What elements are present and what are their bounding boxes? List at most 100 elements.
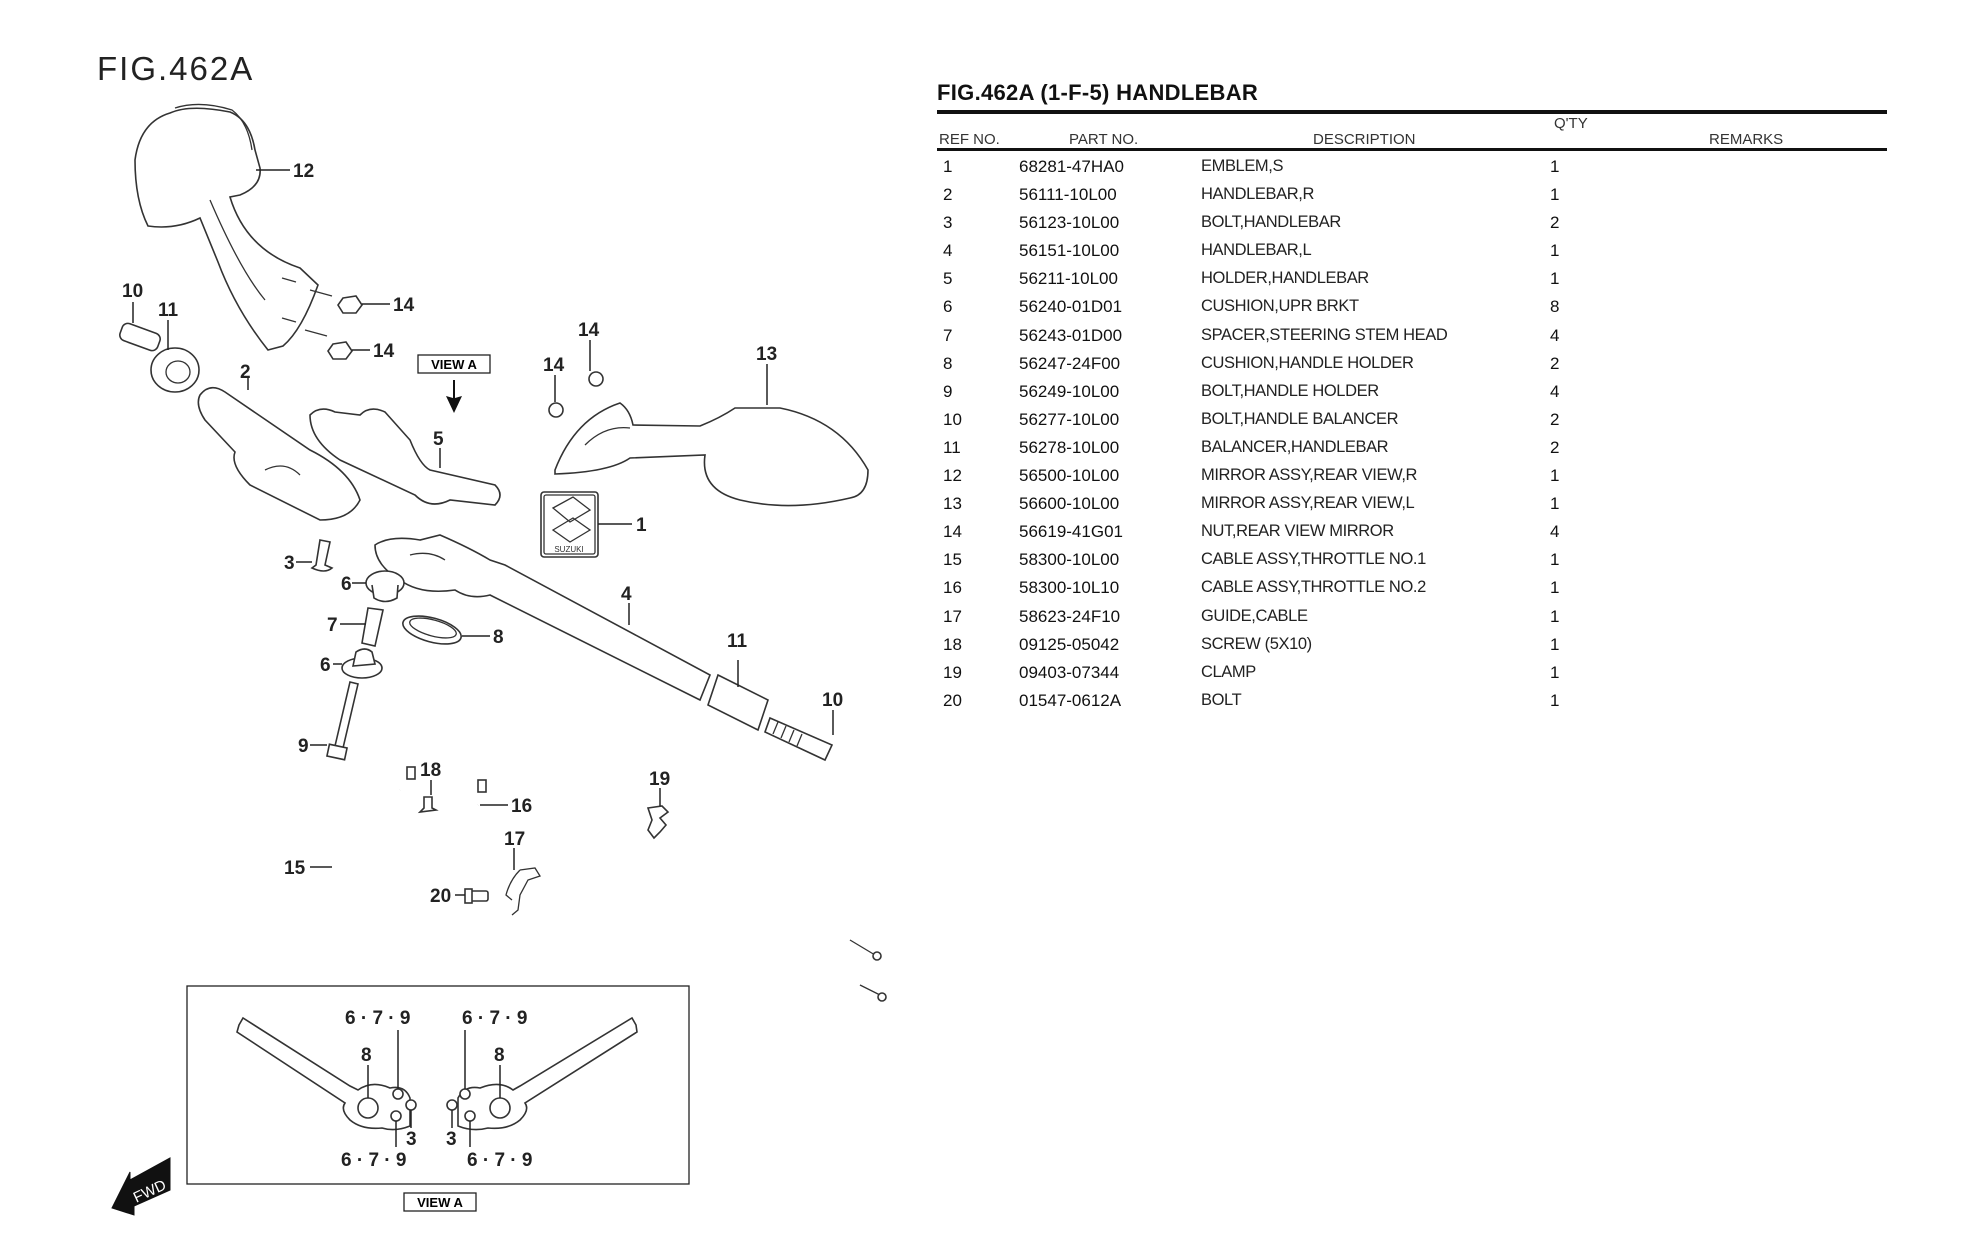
callout-14d: 14 xyxy=(543,355,565,376)
mirror-right xyxy=(134,103,333,351)
description-cell: MIRROR ASSY,REAR VIEW,L xyxy=(1201,494,1415,513)
view-a-tag: VIEW A xyxy=(417,354,491,413)
description-cell: BOLT xyxy=(1201,690,1242,709)
description-cell: HANDLEBAR,L xyxy=(1201,241,1312,260)
callout-14a: 14 xyxy=(393,295,415,316)
ref-no-cell: 18 xyxy=(943,634,962,654)
header-ref: REF NO. xyxy=(939,131,1000,148)
qty-cell: 1 xyxy=(1550,550,1560,570)
ref-no-cell: 1 xyxy=(943,157,953,176)
qty-cell: 1 xyxy=(1550,269,1560,289)
part-no-cell: 56243-01D00 xyxy=(1019,325,1123,345)
ref-no-cell: 20 xyxy=(943,690,962,710)
part-no-cell: 56240-01D01 xyxy=(1019,297,1123,317)
view-a-callout-8-left: 8 xyxy=(361,1045,372,1066)
figure-label: FIG.462A xyxy=(97,50,255,87)
description-cell: CUSHION,HANDLE HOLDER xyxy=(1201,353,1414,372)
callout-13: 13 xyxy=(756,344,777,365)
part-no-cell: 01547-0612A xyxy=(1019,690,1122,710)
svg-text:SUZUKI: SUZUKI xyxy=(554,545,583,554)
bolt-handlebar xyxy=(310,539,334,572)
ref-no-cell: 19 xyxy=(943,662,962,682)
callout-7: 7 xyxy=(327,615,338,636)
header-part: PART NO. xyxy=(1069,131,1139,148)
description-cell: BOLT,HANDLE BALANCER xyxy=(1201,409,1399,428)
header-desc: DESCRIPTION xyxy=(1313,131,1416,148)
description-cell: SCREW (5X10) xyxy=(1201,634,1312,653)
view-a-callout-bottom-right: 6 · 7 · 9 xyxy=(467,1150,532,1171)
description-cell: BOLT,HANDLE HOLDER xyxy=(1201,381,1379,400)
callout-12: 12 xyxy=(293,161,314,182)
qty-cell: 1 xyxy=(1550,690,1560,710)
qty-cell: 1 xyxy=(1550,494,1560,514)
qty-cell: 8 xyxy=(1550,297,1560,317)
description-cell: CUSHION,UPR BRKT xyxy=(1201,297,1359,316)
qty-cell: 1 xyxy=(1550,606,1560,626)
callout-6b: 6 xyxy=(320,655,331,676)
ref-no-cell: 9 xyxy=(943,381,953,401)
callout-10b: 10 xyxy=(822,690,843,711)
table-row: 20 01547-0612A BOLT 1 xyxy=(937,687,1887,715)
callout-11b: 11 xyxy=(727,631,748,652)
ref-no-cell: 8 xyxy=(943,353,953,373)
callout-16: 16 xyxy=(511,796,532,817)
part-no-cell: 56600-10L00 xyxy=(1019,494,1120,514)
forward-arrow-icon: FWD xyxy=(111,1157,171,1216)
qty-cell: 1 xyxy=(1550,578,1560,598)
view-a-callout-top-left: 6 · 7 · 9 xyxy=(345,1008,410,1029)
qty-cell: 2 xyxy=(1550,353,1560,373)
parts-list-title: FIG.462A (1-F-5) HANDLEBAR xyxy=(937,80,1259,105)
diagram-drawing: 12 14 14 10 11 2 xyxy=(111,103,887,1216)
view-a-callout-bottom-left: 6 · 7 · 9 xyxy=(341,1150,406,1171)
ref-no-cell: 2 xyxy=(943,185,953,205)
part-no-cell: 56500-10L00 xyxy=(1019,466,1120,486)
part-no-cell: 56249-10L00 xyxy=(1019,381,1120,401)
ref-no-cell: 15 xyxy=(943,550,962,570)
qty-cell: 2 xyxy=(1550,409,1560,429)
part-no-cell: 56277-10L00 xyxy=(1019,409,1120,429)
callout-17: 17 xyxy=(504,829,525,850)
description-cell: CABLE ASSY,THROTTLE NO.2 xyxy=(1201,578,1426,597)
parts-list: FIG.462A (1-F-5) HANDLEBAR REF NO. PART … xyxy=(937,80,1887,715)
view-a-label: VIEW A xyxy=(403,1192,477,1212)
nut-mirror-left xyxy=(548,371,604,418)
table-row: 13 56600-10L00 MIRROR ASSY,REAR VIEW,L 1 xyxy=(937,490,1887,518)
qty-cell: 1 xyxy=(1550,634,1560,654)
svg-text:VIEW A: VIEW A xyxy=(431,357,477,372)
part-no-cell: 09125-05042 xyxy=(1019,634,1120,654)
ref-no-cell: 13 xyxy=(943,494,962,514)
table-row: 18 09125-05042 SCREW (5X10) 1 xyxy=(937,631,1887,659)
description-cell: CABLE ASSY,THROTTLE NO.1 xyxy=(1201,550,1426,569)
qty-cell: 1 xyxy=(1550,466,1560,486)
clamp xyxy=(646,805,670,840)
view-a-inset xyxy=(186,985,690,1185)
callout-8: 8 xyxy=(493,627,504,648)
cushion-upper xyxy=(365,570,405,603)
callout-9: 9 xyxy=(298,736,309,757)
callout-15: 15 xyxy=(284,858,306,879)
view-a-callout-8-right: 8 xyxy=(494,1045,505,1066)
qty-cell: 1 xyxy=(1550,157,1560,176)
ref-no-cell: 16 xyxy=(943,578,962,598)
callout-11a: 11 xyxy=(158,300,179,321)
balancer-left xyxy=(150,347,200,393)
qty-cell: 1 xyxy=(1550,185,1560,205)
callout-1: 1 xyxy=(636,515,647,536)
part-no-cell: 56278-10L00 xyxy=(1019,437,1120,457)
ref-no-cell: 14 xyxy=(943,522,962,542)
ref-no-cell: 4 xyxy=(943,241,953,261)
ref-no-cell: 3 xyxy=(943,213,953,233)
header-rule-bottom xyxy=(937,148,1887,151)
description-cell: MIRROR ASSY,REAR VIEW,R xyxy=(1201,466,1418,485)
